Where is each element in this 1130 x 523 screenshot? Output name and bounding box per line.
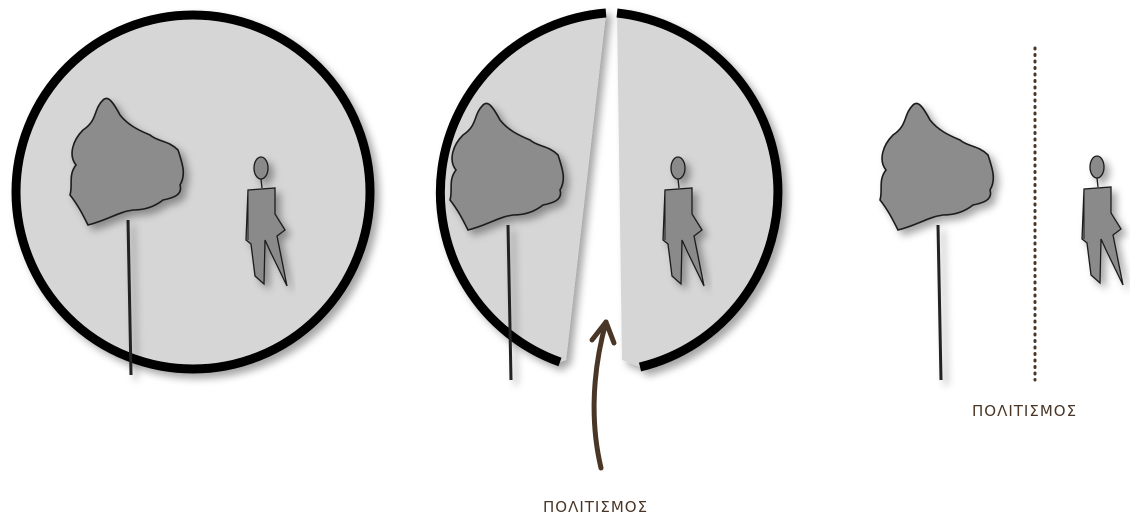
tree-icon (880, 103, 993, 380)
right-half-fill (617, 13, 778, 367)
arrow-icon (592, 322, 614, 468)
culture-label-right: ΠΟΛΙΤΙΣΜΟΣ (972, 402, 1077, 420)
whole-circle-panel (16, 15, 370, 369)
whole-circle (16, 15, 370, 369)
culture-label-center: ΠΟΛΙΤΙΣΜΟΣ (543, 498, 648, 516)
person-icon (1082, 156, 1123, 285)
